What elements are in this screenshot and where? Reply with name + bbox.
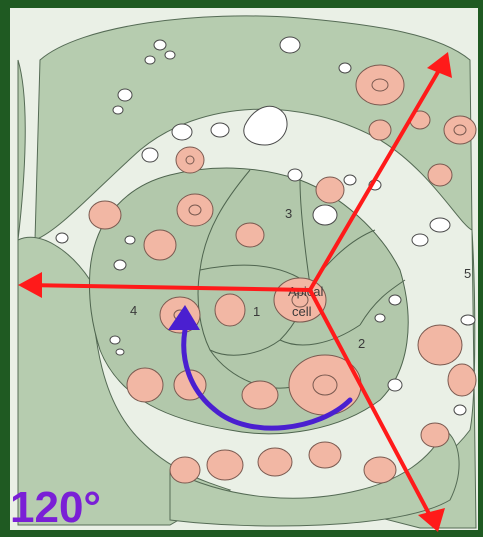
arrowheads bbox=[18, 52, 452, 532]
arrowhead-down-right bbox=[418, 508, 445, 532]
division-arrows bbox=[23, 58, 447, 527]
rotation-arrow bbox=[181, 327, 353, 431]
apical-cell-label-line2: cell bbox=[292, 304, 312, 319]
arrow-up-right bbox=[308, 58, 447, 292]
rotation-arrowhead bbox=[168, 305, 200, 330]
segment-label-1: 1 bbox=[253, 304, 260, 319]
arrow-left bbox=[23, 283, 312, 292]
arrowhead-left bbox=[18, 272, 42, 298]
arrowhead-up-right bbox=[427, 52, 452, 78]
nuclei bbox=[173, 78, 467, 396]
segment-label-5: 5 bbox=[464, 266, 471, 281]
segment-label-3: 3 bbox=[285, 206, 292, 221]
segment-label-4: 4 bbox=[130, 303, 137, 318]
segment-label-2: 2 bbox=[358, 336, 365, 351]
arrow-down-right bbox=[308, 288, 437, 527]
angle-label: 120° bbox=[10, 483, 101, 532]
